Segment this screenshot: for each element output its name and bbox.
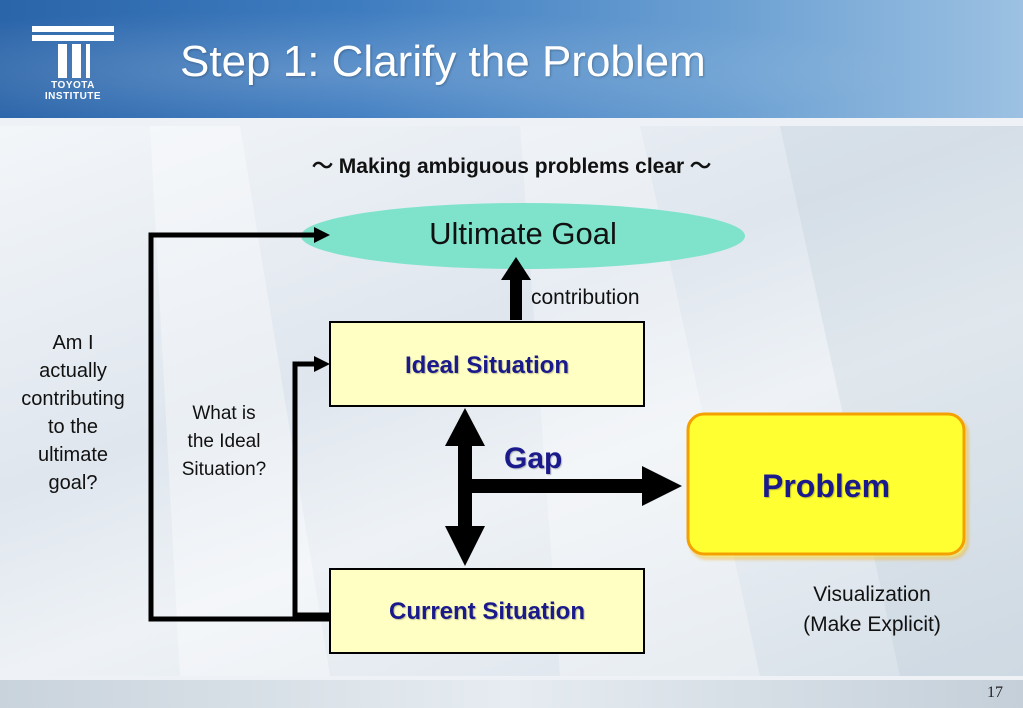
ultimate-goal-label: Ultimate Goal	[429, 216, 617, 251]
problem-box	[686, 412, 966, 556]
gap-arrow-shaft	[458, 436, 472, 532]
logo-line2: INSTITUTE	[44, 91, 102, 102]
left-question-line: Am I	[52, 332, 94, 354]
mid-question-line: the Ideal	[187, 431, 261, 452]
mid-question-line: Situation?	[181, 459, 267, 480]
contribution-arrow-head	[501, 257, 531, 280]
outer-loop-line	[148, 232, 330, 622]
current-situation-box	[329, 568, 645, 654]
visualization-line: (Make Explicit)	[803, 613, 941, 636]
left-question-line: actually	[39, 360, 107, 382]
left-question-line: goal?	[48, 472, 98, 494]
ideal-situation-label: Ideal Situation	[404, 352, 569, 379]
left-question-line: contributing	[21, 388, 125, 410]
inner-loop-arrow-head	[314, 356, 330, 372]
gap-arrow-head-down	[445, 526, 485, 566]
subtitle: ～ Making ambiguous problems clear ～	[311, 155, 712, 178]
contribution-arrow-shaft	[510, 278, 522, 320]
visualization-line: Visualization	[813, 583, 931, 606]
gap-label: Gap	[504, 442, 563, 475]
left-question-line: to the	[47, 416, 99, 438]
logo-line1: TOYOTA	[51, 80, 95, 91]
outer-loop-arrow-head	[314, 227, 330, 243]
ideal-situation-box	[329, 321, 645, 407]
header-bar	[0, 0, 1023, 118]
current-situation-label: Current Situation	[389, 598, 585, 625]
visualization-note: Visualization (Make Explicit)	[770, 580, 974, 640]
problem-arrow-head	[642, 466, 682, 506]
page-number: 17	[987, 684, 1003, 701]
mid-question-text: What is the Ideal Situation?	[166, 400, 282, 484]
gap-arrow-head-up	[445, 408, 485, 446]
problem-label: Problem	[761, 468, 891, 504]
inner-loop-line	[292, 361, 330, 618]
contribution-label: contribution	[531, 286, 640, 309]
left-question-text: Am I actually contributing to the ultima…	[8, 329, 138, 497]
header-glow	[0, 0, 1023, 118]
logo-text: TOYOTA INSTITUTE	[28, 80, 118, 102]
footer-bar	[0, 680, 1023, 708]
problem-arrow-shaft	[472, 479, 644, 493]
toyota-institute-logo-icon	[32, 26, 114, 78]
ultimate-goal-ellipse	[301, 203, 745, 269]
left-question-line: ultimate	[37, 444, 109, 466]
page-title: Step 1: Clarify the Problem	[180, 37, 706, 86]
mid-question-line: What is	[192, 403, 256, 424]
